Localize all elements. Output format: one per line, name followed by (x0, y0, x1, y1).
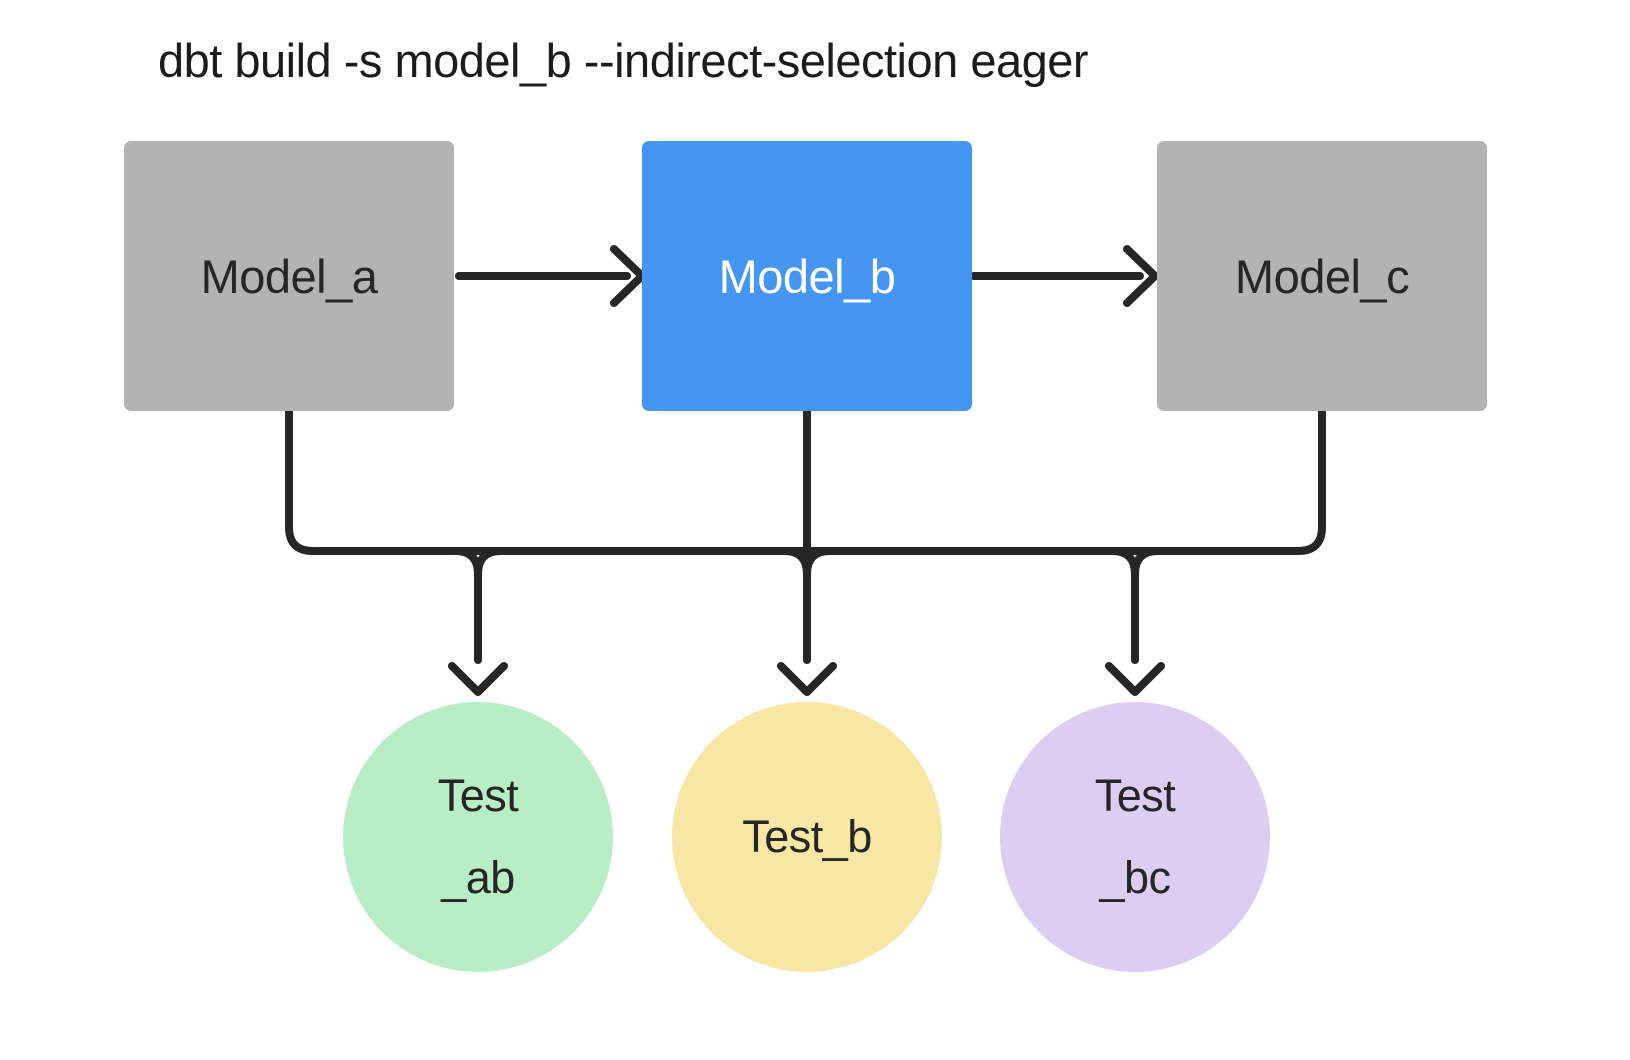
bus-fillet-test-ab-right (474, 547, 505, 578)
node-model-b-label: Model_b (718, 249, 896, 303)
node-test-bc-label-line1: Test (1094, 770, 1176, 821)
bus-fillet-test-bc-right (1131, 547, 1162, 578)
node-test-bc-label-line2: _bc (1099, 852, 1171, 903)
node-test-bc: Test _bc (1000, 702, 1270, 972)
node-model-c: Model_c (1157, 141, 1487, 411)
node-model-c-label: Model_c (1234, 249, 1410, 303)
node-test-ab: Test _ab (343, 702, 613, 972)
node-test-ab-label-line2: _ab (441, 852, 515, 903)
node-model-a-label: Model_a (200, 249, 378, 303)
edge-model-c-to-bus (309, 407, 1326, 555)
node-test-b: Test_b (672, 702, 942, 972)
bus-fillet-test-b-right (803, 547, 834, 578)
arrowhead-test-bc-icon (1105, 662, 1165, 696)
arrowhead-test-ab-icon (448, 662, 508, 696)
arrowhead-model-c-icon (1123, 245, 1159, 307)
node-model-a: Model_a (124, 141, 454, 411)
node-test-ab-label-line1: Test (437, 770, 519, 821)
edge-model-a-to-bus (285, 407, 1302, 555)
command-title: dbt build -s model_b --indirect-selectio… (158, 34, 1089, 87)
node-test-b-label-line1: Test_b (742, 811, 872, 862)
arrowhead-test-b-icon (777, 662, 837, 696)
node-model-b-selected: Model_b (642, 141, 972, 411)
